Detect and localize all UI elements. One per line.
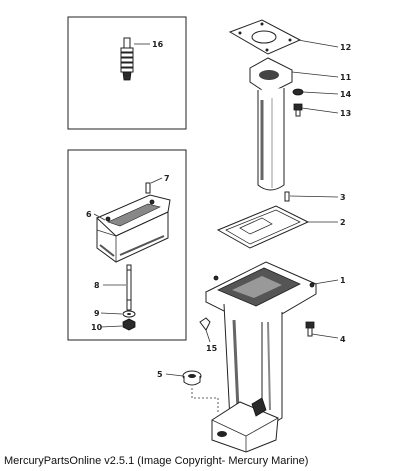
part-14-washer[interactable] [292, 88, 304, 96]
part-2-gasket[interactable] [216, 205, 310, 249]
part-4-screw[interactable] [305, 321, 315, 337]
part-11-exhaust-tube[interactable] [249, 57, 293, 191]
callout-13: 13 [340, 109, 351, 118]
callout-1: 1 [340, 276, 346, 285]
part-6-spacer-plate[interactable] [96, 194, 171, 263]
callout-14: 14 [340, 90, 352, 99]
callout-7: 7 [164, 174, 170, 183]
callout-16: 16 [152, 40, 164, 49]
part-10-nut[interactable] [122, 318, 136, 331]
callout-4: 4 [340, 335, 346, 344]
part-1-driveshaft-housing[interactable] [204, 261, 318, 453]
part-15-plug[interactable] [199, 317, 211, 331]
part-12-gasket[interactable] [228, 19, 302, 55]
part-8-stud[interactable] [126, 264, 132, 311]
callout-5: 5 [157, 370, 163, 379]
copyright-footer: MercuryPartsOnline v2.5.1 (Image Copyrig… [4, 455, 309, 467]
part-16-water-fitting[interactable] [120, 37, 134, 81]
callout-6: 6 [86, 210, 92, 219]
callout-2: 2 [340, 218, 346, 227]
callout-8: 8 [94, 281, 100, 290]
callout-12: 12 [340, 43, 351, 52]
part-5-plug[interactable] [182, 370, 202, 386]
part-9-washer[interactable] [122, 310, 136, 318]
callout-15: 15 [206, 344, 218, 353]
part-13-screw[interactable] [293, 103, 303, 117]
callout-11: 11 [340, 73, 352, 82]
callout-10: 10 [91, 323, 103, 332]
callout-9: 9 [94, 309, 100, 318]
callout-3: 3 [340, 193, 346, 202]
part-3-dowel-pin[interactable] [284, 191, 290, 202]
inset-box-middle [67, 149, 187, 341]
part-7-dowel-pin[interactable] [145, 182, 151, 194]
inset-box-top [67, 16, 187, 130]
